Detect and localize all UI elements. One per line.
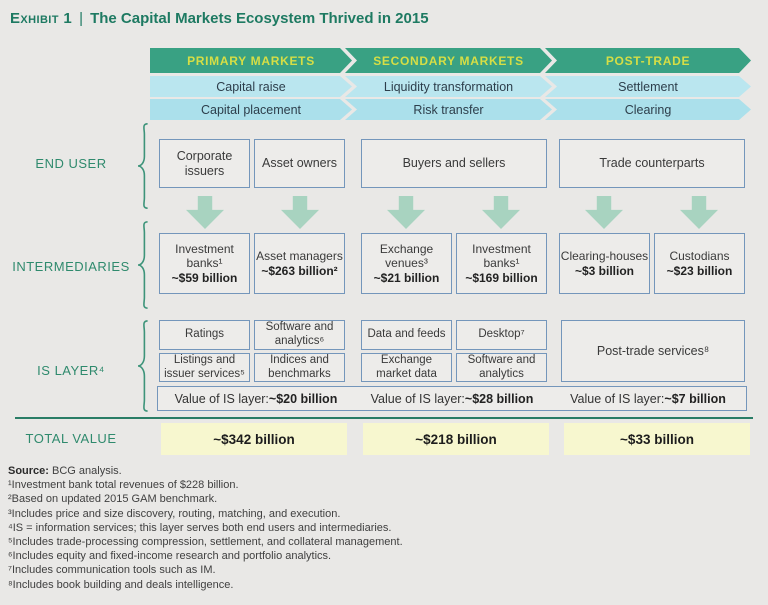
intermediary-box-custodians: Custodians ~$23 billion bbox=[654, 233, 745, 294]
is-value-primary: Value of IS layer: ~$20 billion bbox=[174, 391, 338, 406]
total-value-primary: ~$342 billion bbox=[161, 423, 347, 455]
exhibit-label: Exhibit 1 bbox=[10, 10, 73, 27]
end-user-box-corporate-issuers: Corporate issuers bbox=[159, 139, 250, 188]
band-primary-markets: PRIMARY MARKETS bbox=[150, 48, 352, 73]
brace-end-user bbox=[134, 123, 150, 209]
is-box-listings-issuer-services: Listings and issuer services⁵ bbox=[159, 353, 250, 382]
brace-intermediaries bbox=[134, 221, 150, 309]
band-capital-placement: Capital placement bbox=[150, 99, 352, 120]
end-user-box-trade-counterparts: Trade counterparts bbox=[559, 139, 745, 188]
down-arrow-icon bbox=[482, 196, 520, 229]
band-secondary-markets: SECONDARY MARKETS bbox=[345, 48, 552, 73]
page-title: Exhibit 1 | The Capital Markets Ecosyste… bbox=[10, 10, 429, 27]
footnote-line: ¹Investment bank total revenues of $228 … bbox=[8, 479, 239, 492]
band-risk-transfer: Risk transfer bbox=[345, 99, 552, 120]
is-box-post-trade-services: Post-trade services⁸ bbox=[561, 320, 745, 382]
intermediary-box-exchange-venues: Exchange venues³ ~$21 billion bbox=[361, 233, 452, 294]
total-value-secondary: ~$218 billion bbox=[363, 423, 549, 455]
footnote-line: ³Includes price and size discovery, rout… bbox=[8, 507, 341, 520]
band-capital-raise: Capital raise bbox=[150, 76, 352, 97]
title-divider: | bbox=[79, 10, 84, 27]
down-arrow-icon bbox=[387, 196, 425, 229]
total-value-post-trade: ~$33 billion bbox=[564, 423, 750, 455]
down-arrow-icon bbox=[680, 196, 718, 229]
divider-rule bbox=[15, 417, 753, 419]
intermediary-box-clearinghouses: Clearing-houses ~$3 billion bbox=[559, 233, 650, 294]
band-post-trade: POST-TRADE bbox=[545, 48, 751, 73]
footnotes: Source: BCG analysis. ¹Investment bank t… bbox=[8, 464, 752, 592]
row-label-end-user: END USER bbox=[35, 156, 107, 171]
footnote-line: ⁶Includes equity and fixed-income resear… bbox=[8, 550, 332, 563]
is-box-indices-benchmarks: Indices and benchmarks bbox=[254, 353, 345, 382]
is-box-ratings: Ratings bbox=[159, 320, 250, 350]
band-liquidity-transformation: Liquidity transformation bbox=[345, 76, 552, 97]
intermediary-box-investment-banks-primary: Investment banks¹ ~$59 billion bbox=[159, 233, 250, 294]
footnote-line: ²Based on updated 2015 GAM benchmark. bbox=[8, 493, 218, 506]
is-layer-value-bar: Value of IS layer: ~$20 billion Value of… bbox=[157, 386, 747, 411]
is-box-software-analytics-secondary: Software and analytics bbox=[456, 353, 547, 382]
intermediary-box-asset-managers: Asset managers ~$263 billion² bbox=[254, 233, 345, 294]
end-user-box-asset-owners: Asset owners bbox=[254, 139, 345, 188]
row-label-total-value: TOTAL VALUE bbox=[25, 431, 117, 446]
row-label-intermediaries: INTERMEDIARIES bbox=[12, 259, 130, 274]
row-label-is-layer: IS LAYER⁴ bbox=[37, 363, 105, 378]
is-box-desktop: Desktop⁷ bbox=[456, 320, 547, 350]
footnote-line: ⁵Includes trade-processing compression, … bbox=[8, 536, 403, 549]
footnote-line: ⁴IS = information services; this layer s… bbox=[8, 521, 392, 534]
intermediary-box-investment-banks-secondary: Investment banks¹ ~$169 billion bbox=[456, 233, 547, 294]
band-settlement: Settlement bbox=[545, 76, 751, 97]
is-box-exchange-market-data: Exchange market data bbox=[361, 353, 452, 382]
footnote-line: ⁸Includes book building and deals intell… bbox=[8, 578, 234, 591]
is-box-software-analytics-primary: Software and analytics⁶ bbox=[254, 320, 345, 350]
band-clearing: Clearing bbox=[545, 99, 751, 120]
footnote-line: ⁷Includes communication tools such as IM… bbox=[8, 564, 216, 577]
is-value-post-trade: Value of IS layer: ~$7 billion bbox=[570, 391, 726, 406]
title-text: The Capital Markets Ecosystem Thrived in… bbox=[90, 10, 429, 27]
down-arrow-icon bbox=[585, 196, 623, 229]
brace-is-layer bbox=[134, 320, 150, 412]
down-arrow-icon bbox=[281, 196, 319, 229]
end-user-box-buyers-sellers: Buyers and sellers bbox=[361, 139, 547, 188]
is-box-data-feeds: Data and feeds bbox=[361, 320, 452, 350]
down-arrow-icon bbox=[186, 196, 224, 229]
is-value-secondary: Value of IS layer: ~$28 billion bbox=[370, 391, 534, 406]
source-line: Source: BCG analysis. bbox=[8, 465, 122, 477]
